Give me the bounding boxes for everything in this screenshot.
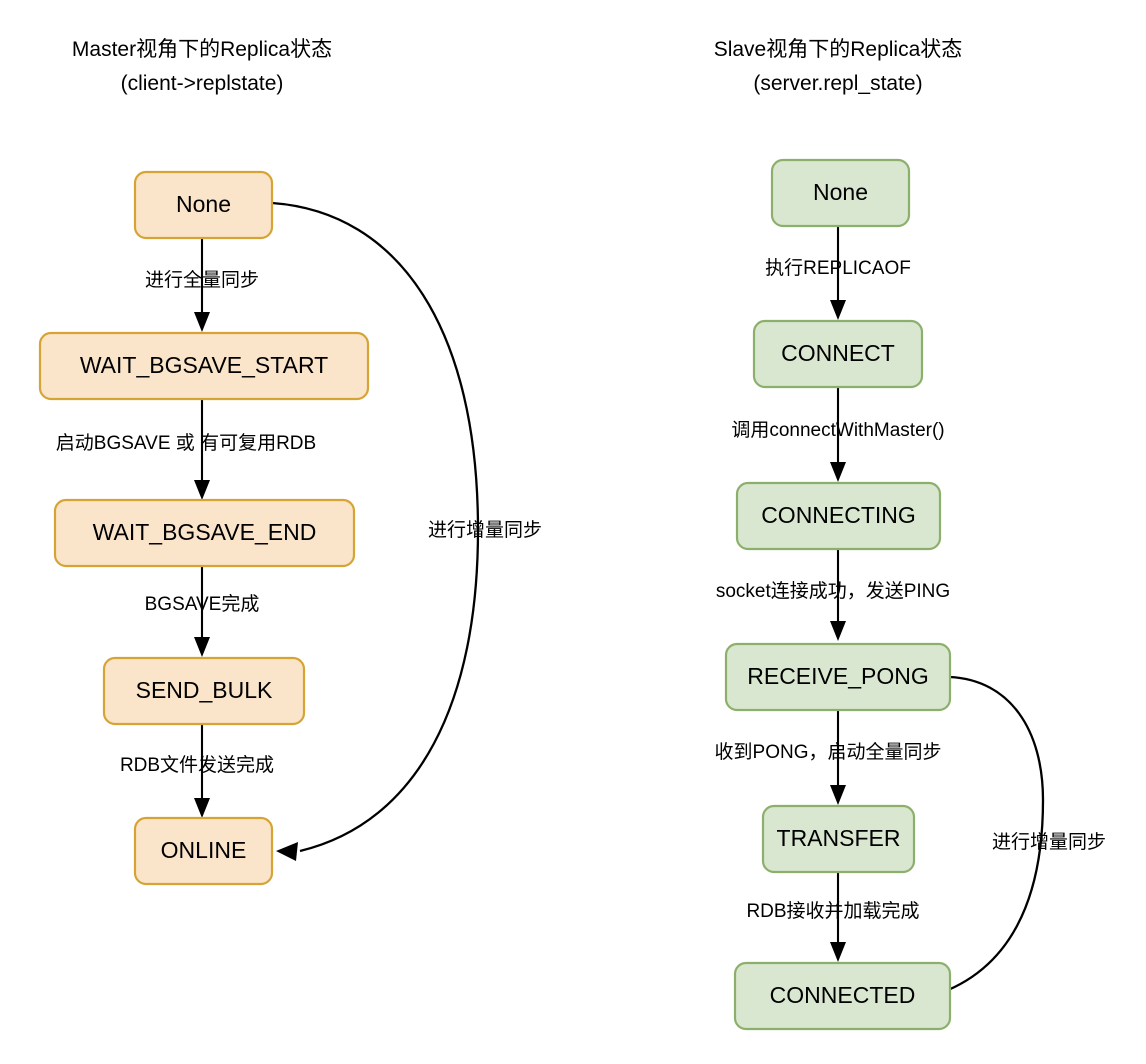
node-label: CONNECTING bbox=[761, 502, 916, 528]
arrow-head-icon bbox=[830, 462, 846, 482]
node-slave-receive-pong[interactable]: RECEIVE_PONG bbox=[724, 642, 952, 712]
arrow-head-icon bbox=[194, 312, 210, 332]
node-master-wait-bgsave-end[interactable]: WAIT_BGSAVE_END bbox=[53, 498, 356, 568]
slave-column-title-line2: (server.repl_state) bbox=[753, 72, 922, 95]
arrow-head-icon bbox=[830, 621, 846, 641]
node-label: ONLINE bbox=[161, 837, 247, 863]
node-slave-none[interactable]: None bbox=[770, 158, 911, 228]
edge-wait-bgsave-start-to-wait-bgsave-end: 启动BGSAVE 或 有可复用RDB bbox=[56, 399, 316, 500]
node-label: SEND_BULK bbox=[136, 677, 273, 703]
node-shape[interactable] bbox=[724, 642, 952, 712]
edge-none-to-connect: 执行REPLICAOF bbox=[765, 226, 911, 320]
arrow-head-icon bbox=[194, 637, 210, 657]
arrow-head-icon bbox=[830, 300, 846, 320]
node-slave-connecting[interactable]: CONNECTING bbox=[735, 481, 942, 551]
node-shape[interactable] bbox=[133, 816, 274, 886]
edge-receive-pong-to-connected-curve: 进行增量同步 bbox=[911, 675, 1106, 1005]
node-shape[interactable] bbox=[752, 319, 924, 389]
master-column-title-line2: (client->replstate) bbox=[121, 72, 284, 95]
node-label: CONNECT bbox=[781, 340, 895, 366]
node-shape[interactable] bbox=[761, 804, 916, 874]
slave-column-title-line1: Slave视角下的Replica状态 bbox=[714, 38, 963, 61]
arrow-head-icon bbox=[830, 785, 846, 805]
node-shape[interactable] bbox=[102, 656, 306, 726]
node-shape[interactable] bbox=[133, 170, 274, 240]
node-shape[interactable] bbox=[770, 158, 911, 228]
edge-curve-path bbox=[934, 675, 1045, 997]
node-label: WAIT_BGSAVE_START bbox=[80, 352, 328, 378]
arrow-head-icon bbox=[830, 942, 846, 962]
edge-label: RDB文件发送完成 bbox=[120, 754, 274, 776]
node-label: WAIT_BGSAVE_END bbox=[93, 519, 317, 545]
edge-connect-to-connecting: 调用connectWithMaster() bbox=[731, 388, 945, 482]
node-shape[interactable] bbox=[733, 961, 952, 1031]
node-label: None bbox=[176, 191, 231, 217]
edge-send-bulk-to-online: RDB文件发送完成 bbox=[120, 724, 274, 818]
edge-curve-path bbox=[271, 201, 480, 853]
arrow-head-icon bbox=[194, 798, 210, 818]
edge-connecting-to-receive-pong: socket连接成功，发送PING bbox=[716, 549, 950, 641]
edge-label: 进行增量同步 bbox=[428, 519, 542, 541]
slave-view-column: Slave视角下的Replica状态 (server.repl_state) 执… bbox=[714, 38, 1106, 1031]
edge-label: 进行增量同步 bbox=[992, 831, 1106, 853]
edge-wait-bgsave-end-to-send-bulk: BGSAVE完成 bbox=[145, 566, 260, 657]
node-master-send-bulk[interactable]: SEND_BULK bbox=[102, 656, 306, 726]
edge-label: RDB接收并加载完成 bbox=[746, 900, 919, 922]
edge-none-to-online-curve: 进行增量同步 bbox=[271, 201, 542, 861]
node-master-online[interactable]: ONLINE bbox=[133, 816, 274, 886]
edge-label: BGSAVE完成 bbox=[145, 593, 260, 615]
edge-transfer-to-connected: RDB接收并加载完成 bbox=[746, 872, 920, 962]
edge-label: 收到PONG，启动全量同步 bbox=[715, 741, 942, 763]
node-label: CONNECTED bbox=[770, 982, 916, 1008]
node-slave-transfer[interactable]: TRANSFER bbox=[761, 804, 916, 874]
arrow-head-icon bbox=[194, 480, 210, 500]
node-shape[interactable] bbox=[38, 331, 370, 401]
edge-label: 进行全量同步 bbox=[145, 269, 259, 291]
edge-label: 启动BGSAVE 或 有可复用RDB bbox=[56, 432, 316, 454]
node-shape[interactable] bbox=[735, 481, 942, 551]
node-slave-connect[interactable]: CONNECT bbox=[752, 319, 924, 389]
edge-label: 执行REPLICAOF bbox=[765, 257, 911, 279]
edge-label: 调用connectWithMaster() bbox=[731, 419, 944, 441]
node-master-none[interactable]: None bbox=[133, 170, 274, 240]
edge-label: socket连接成功，发送PING bbox=[716, 580, 950, 602]
edge-receive-pong-to-transfer: 收到PONG，启动全量同步 bbox=[715, 711, 942, 805]
master-view-column: Master视角下的Replica状态 (client->replstate) … bbox=[38, 38, 542, 886]
node-label: None bbox=[813, 179, 868, 205]
edge-none-to-wait-bgsave-start: 进行全量同步 bbox=[145, 238, 259, 332]
arrow-head-icon bbox=[276, 842, 298, 861]
node-label: TRANSFER bbox=[777, 825, 901, 851]
node-shape[interactable] bbox=[53, 498, 356, 568]
master-column-title-line1: Master视角下的Replica状态 bbox=[72, 38, 332, 61]
node-slave-connected[interactable]: CONNECTED bbox=[733, 961, 952, 1031]
node-label: RECEIVE_PONG bbox=[747, 663, 929, 689]
node-master-wait-bgsave-start[interactable]: WAIT_BGSAVE_START bbox=[38, 331, 370, 401]
